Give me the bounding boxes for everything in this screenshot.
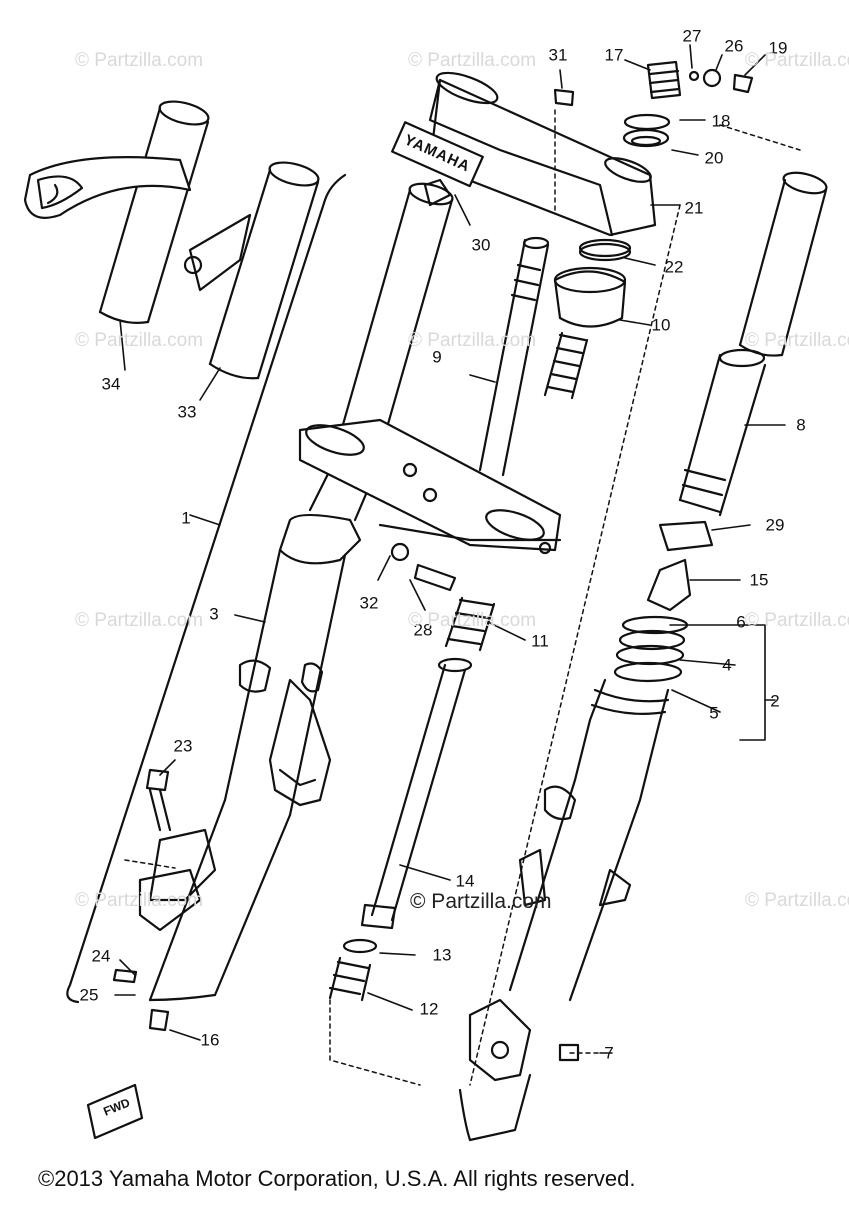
callout-lines xyxy=(114,44,786,1054)
callout-21: 21 xyxy=(684,198,704,218)
callout-1: 1 xyxy=(181,508,191,528)
right-upper-tube-drawing xyxy=(678,171,828,517)
callout-7: 7 xyxy=(604,1043,614,1063)
outer-tube-33-drawing xyxy=(183,161,320,380)
callout-19: 19 xyxy=(768,38,788,58)
copyright-notice: ©2013 Yamaha Motor Corporation, U.S.A. A… xyxy=(38,1166,636,1191)
callout-11: 11 xyxy=(531,631,549,651)
callout-12: 12 xyxy=(419,999,439,1019)
watermark-text: © Partzilla.com xyxy=(75,890,204,911)
callout-3: 3 xyxy=(209,604,219,624)
callout-26: 26 xyxy=(724,36,744,56)
watermark-text: © Partzilla.com xyxy=(75,610,204,631)
callout-28: 28 xyxy=(413,620,433,640)
callout-13: 13 xyxy=(432,945,452,965)
assembly-bracket-1 xyxy=(66,173,347,1004)
callout-10: 10 xyxy=(651,315,671,335)
spring-upper-drawing xyxy=(543,331,589,400)
upper-bracket-21-drawing xyxy=(391,71,657,237)
bearing-cover-10-drawing xyxy=(553,238,632,328)
callout-22: 22 xyxy=(664,257,684,277)
callout-34: 34 xyxy=(101,374,121,394)
watermark-text: © Partzilla.com xyxy=(408,610,537,631)
top-small-parts-drawing xyxy=(553,60,754,148)
callout-15: 15 xyxy=(749,570,769,590)
watermark-text: © Partzilla.com xyxy=(745,610,849,631)
watermark-text: © Partzilla.com xyxy=(745,890,849,911)
callout-24: 24 xyxy=(91,946,111,966)
callout-17: 17 xyxy=(604,45,624,65)
watermark-text: © Partzilla.com xyxy=(745,50,849,71)
callout-8: 8 xyxy=(796,415,806,435)
watermark-text: © Partzilla.com xyxy=(408,330,537,351)
callout-4: 4 xyxy=(722,655,732,675)
callout-31: 31 xyxy=(548,45,568,65)
callout-9: 9 xyxy=(432,347,442,367)
callout-20: 20 xyxy=(704,148,724,168)
callout-6: 6 xyxy=(736,612,746,632)
damper-rod-drawing xyxy=(112,542,496,1032)
callout-2: 2 xyxy=(770,691,780,711)
watermark-text: © Partzilla.com xyxy=(75,330,204,351)
steering-stem-9-drawing xyxy=(478,236,550,477)
leader-lines xyxy=(124,107,801,1086)
callout-16: 16 xyxy=(200,1030,220,1050)
watermark-text: © Partzilla.com xyxy=(75,50,204,71)
callout-18: 18 xyxy=(711,111,731,131)
watermark-text: © Partzilla.com xyxy=(745,330,849,351)
callout-32: 32 xyxy=(359,593,379,613)
callout-33: 33 xyxy=(177,402,197,422)
callout-30: 30 xyxy=(471,235,491,255)
callout-29: 29 xyxy=(765,515,785,535)
outer-tube-34-drawing xyxy=(23,100,210,324)
callout-5: 5 xyxy=(709,703,719,723)
callout-27: 27 xyxy=(682,26,702,46)
lower-bracket-drawing xyxy=(298,418,562,555)
left-fork-drawing xyxy=(138,178,454,1002)
callout-14: 14 xyxy=(455,871,475,891)
callout-23: 23 xyxy=(173,736,193,756)
callout-25: 25 xyxy=(79,985,99,1005)
watermark-center: © Partzilla.com xyxy=(410,890,552,913)
watermark-text: © Partzilla.com xyxy=(408,50,537,71)
fwd-arrow-plate xyxy=(86,1083,144,1140)
right-lower-slider-drawing xyxy=(458,520,714,1142)
